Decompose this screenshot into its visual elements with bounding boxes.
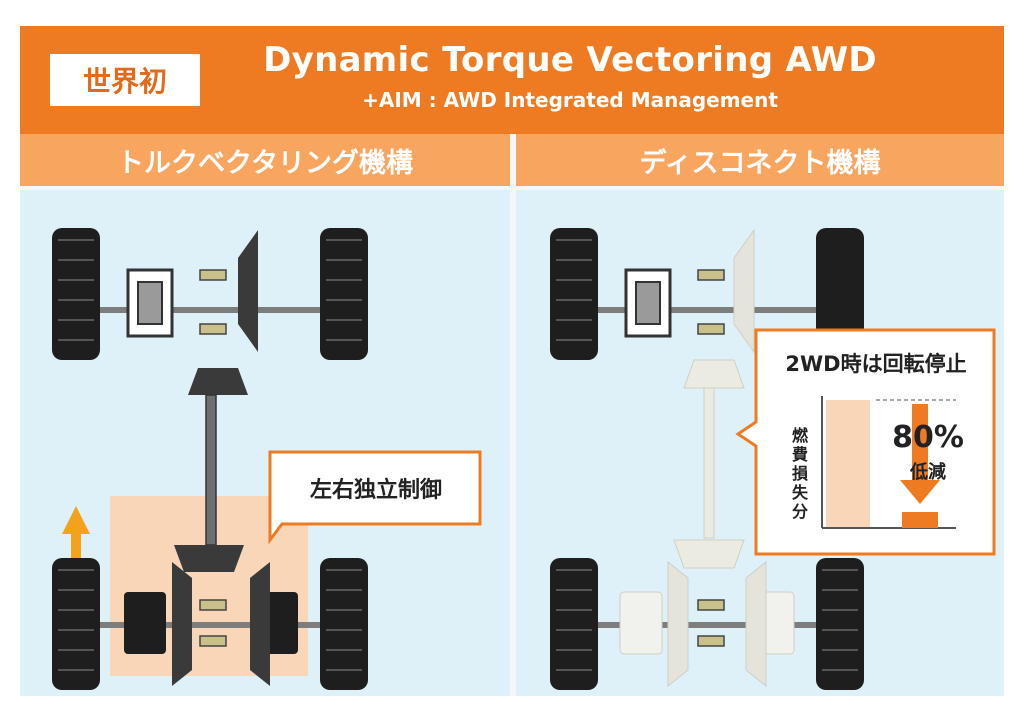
torque-vectoring-panel: 左右独立制御: [20, 190, 510, 696]
reduction-label: 低減: [910, 462, 946, 483]
rear-left-tread: [58, 569, 94, 671]
front-axle: [100, 307, 330, 313]
front-bevel-gear: [238, 230, 258, 352]
loss-bar-before: [826, 400, 870, 528]
rear-ring-gear: [174, 545, 244, 572]
rear-left-clutch-stopped: [619, 591, 663, 655]
reduction-value: 80%: [892, 420, 964, 455]
propeller-shaft: [205, 394, 217, 546]
front-right-wheel: [816, 228, 864, 360]
rear-right-tread: [326, 569, 362, 671]
loss-bar-after: [902, 512, 938, 528]
diagram-frame: 世界初 Dynamic Torque Vectoring AWD +AIM : …: [20, 26, 1004, 696]
transfer-gear-stopped: [683, 359, 745, 389]
torque-vectoring-drivetrain: [52, 228, 482, 690]
rear-axle: [100, 622, 330, 628]
rear-left-gear: [172, 562, 192, 686]
fuel-loss-axis-label: 燃費損失分: [792, 426, 809, 521]
stop-rotation-label: 2WD時は回転停止: [785, 352, 967, 376]
left-callout-bubble: [268, 450, 482, 545]
torque-vectoring-heading: トルクベクタリング機構: [20, 134, 510, 186]
header-bar: 世界初 Dynamic Torque Vectoring AWD +AIM : …: [20, 26, 1004, 134]
page-title: Dynamic Torque Vectoring AWD: [263, 40, 877, 80]
left-right-independent-control-label: 左右独立制御: [309, 478, 442, 503]
front-left-tread: [58, 239, 94, 341]
page-subtitle: +AIM : AWD Integrated Management: [362, 88, 778, 112]
world-first-badge: 世界初: [50, 54, 200, 106]
disconnect-heading: ディスコネクト機構: [516, 134, 1004, 186]
rear-left-clutch: [124, 592, 166, 654]
rear-ring-gear-stopped: [673, 539, 745, 569]
disconnect-drivetrain: [550, 228, 996, 690]
down-arrow-icon: [900, 404, 940, 504]
disconnect-panel: 2WD時は回転停止 燃費損失分 80% 低減: [516, 190, 1004, 696]
front-right-tread: [326, 239, 362, 341]
transfer-gear: [188, 368, 248, 395]
up-arrow-icon: [62, 506, 90, 558]
front-bevel-gear-stopped: [733, 228, 755, 354]
propeller-shaft-stopped: [703, 387, 715, 539]
